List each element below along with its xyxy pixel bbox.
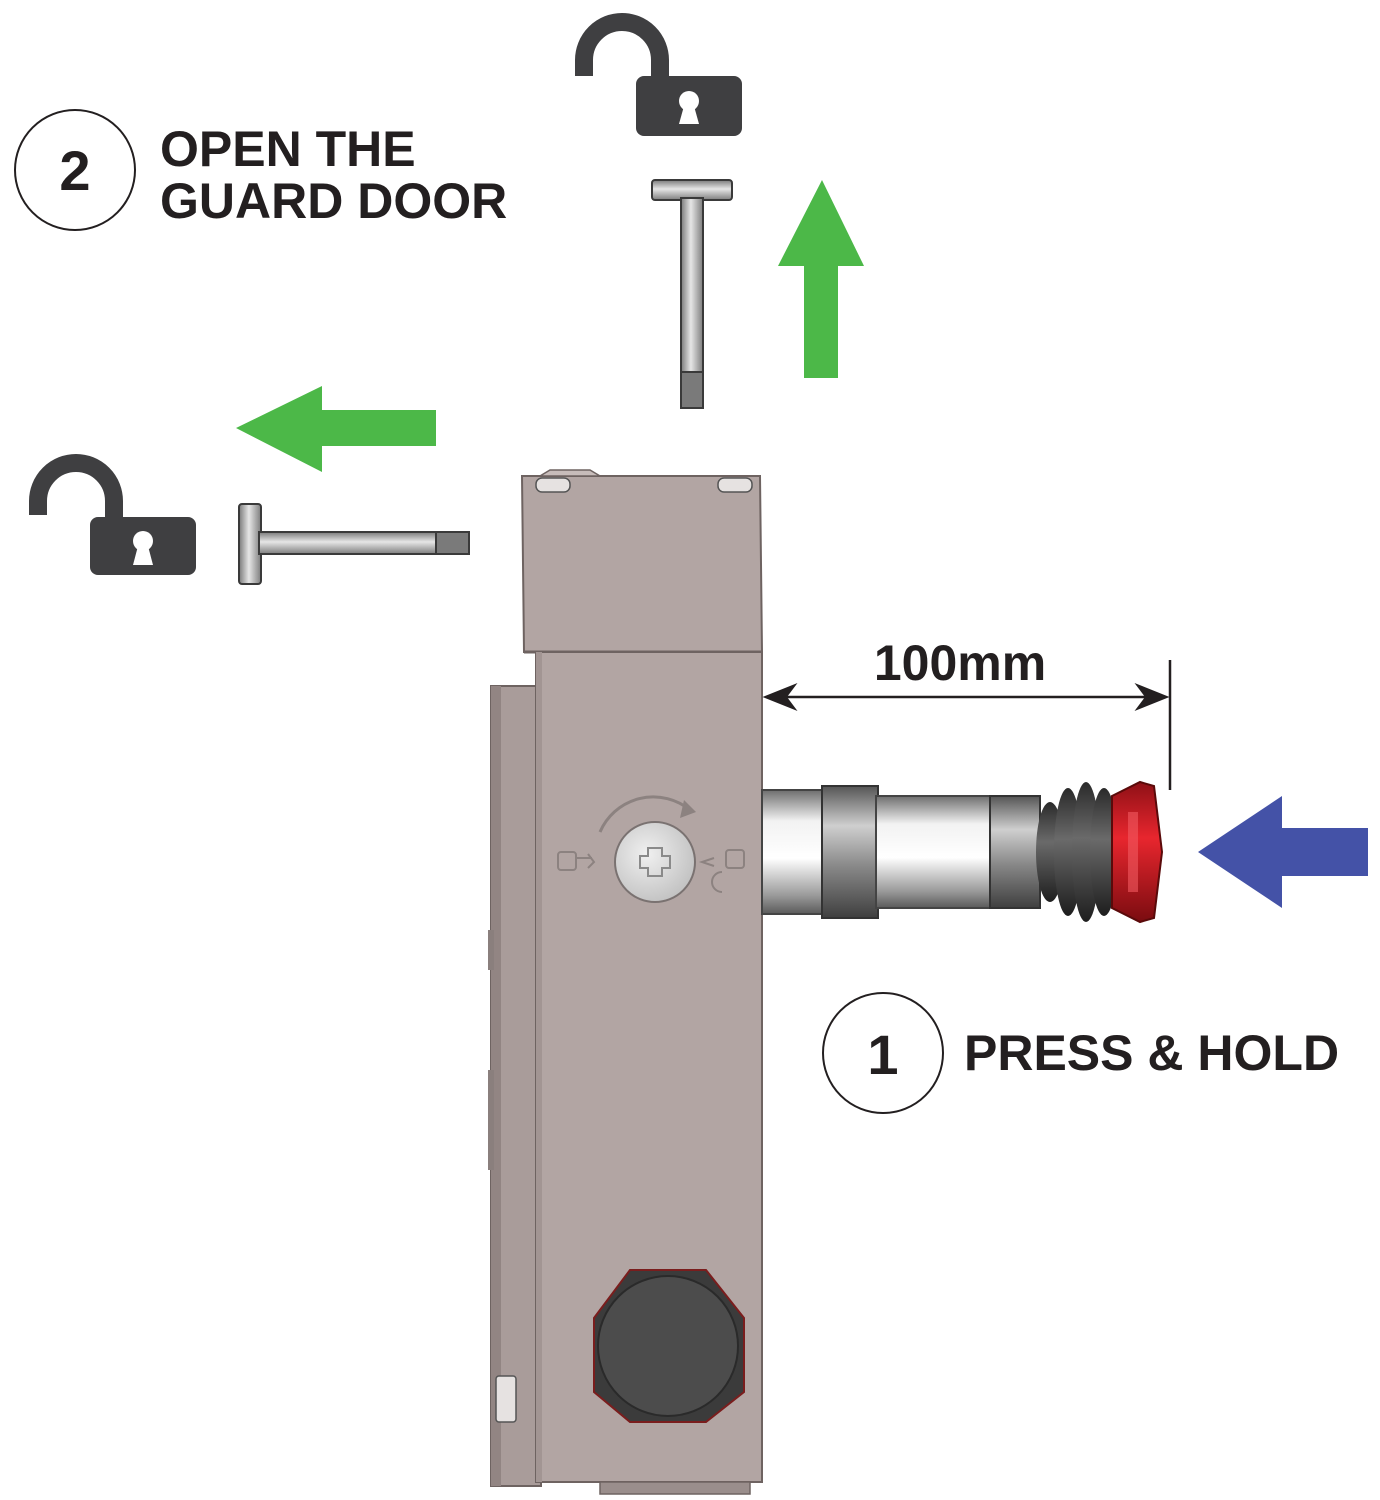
actuator-key-horizontal: [238, 503, 470, 585]
manual-release-screw: [557, 795, 745, 903]
step-1-number: 1: [867, 1023, 898, 1086]
step-2-badge: 2: [14, 109, 136, 231]
escape-release-push-button: [761, 780, 1164, 924]
unlocked-padlock-icon: [29, 454, 196, 575]
lock-symbol-icon: [557, 851, 596, 871]
dimension-label: 100mm: [874, 635, 1046, 691]
push-arrow-left-icon: [1198, 796, 1368, 908]
cable-gland-plug: [593, 1269, 745, 1423]
arrow-up-icon: [778, 180, 864, 378]
step-1-badge: 1: [822, 992, 944, 1114]
arrow-left-icon: [236, 386, 436, 472]
actuator-key-vertical: [651, 179, 733, 409]
unlocked-padlock-icon: [575, 13, 742, 136]
step-2-label-line-2: GUARD DOOR: [160, 173, 507, 229]
unlock-symbol-icon: [698, 849, 745, 893]
step-2-number: 2: [59, 139, 90, 202]
dimension-line: [762, 660, 1172, 790]
step-2-label-line-1: OPEN THE: [160, 121, 416, 177]
step-1-label: PRESS & HOLD: [964, 1025, 1339, 1081]
